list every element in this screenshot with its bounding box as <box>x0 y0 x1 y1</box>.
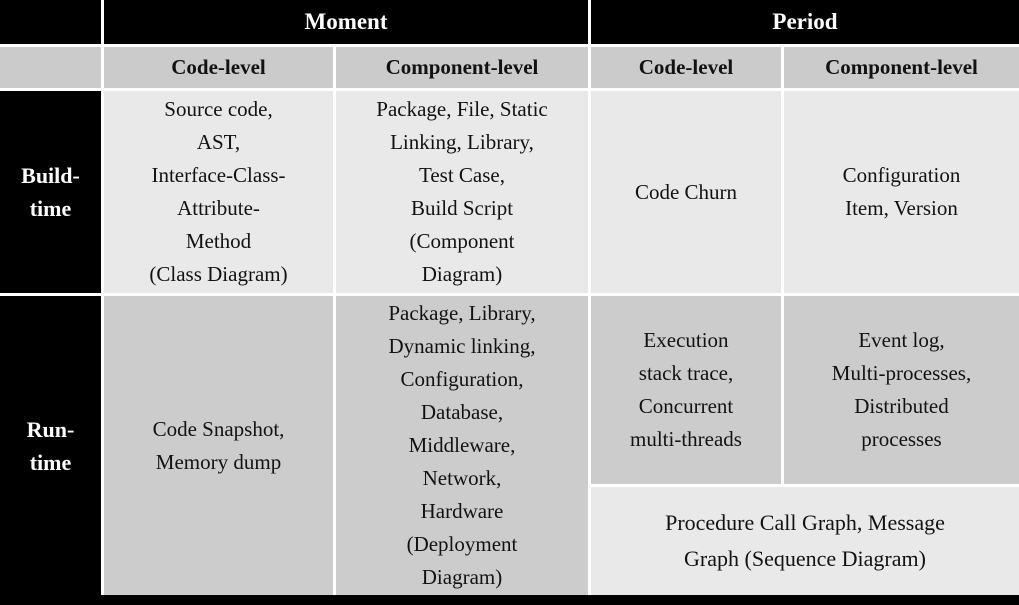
subheader-moment-component-level: Component-level <box>336 47 588 88</box>
subheader-moment-code-level: Code-level <box>104 47 333 88</box>
cell-run-time-moment-code-level: Code Snapshot, Memory dump <box>104 296 333 595</box>
cell-build-time-period-code-level: Code Churn <box>591 91 781 293</box>
column-group-moment: Moment <box>104 0 588 44</box>
cell-run-time-period-component-level: Event log, Multi-processes, Distributed … <box>784 296 1019 484</box>
corner-cell <box>0 0 101 44</box>
cell-build-time-moment-code-level: Source code, AST, Interface-Class- Attri… <box>104 91 333 293</box>
row-label-run-time: Run- time <box>0 296 101 595</box>
subheader-period-component-level: Component-level <box>784 47 1019 88</box>
cell-run-time-moment-component-level: Package, Library, Dynamic linking, Confi… <box>336 296 588 595</box>
subheader-period-code-level: Code-level <box>591 47 781 88</box>
cell-run-time-period-span: Procedure Call Graph, Message Graph (Seq… <box>591 487 1019 595</box>
row-label-build-time: Build- time <box>0 91 101 293</box>
cell-build-time-moment-component-level: Package, File, Static Linking, Library, … <box>336 91 588 293</box>
cell-run-time-period-code-level: Execution stack trace, Concurrent multi-… <box>591 296 781 484</box>
cell-build-time-period-component-level: Configuration Item, Version <box>784 91 1019 293</box>
subheader-blank-cell <box>0 47 101 88</box>
column-group-period: Period <box>591 0 1019 44</box>
